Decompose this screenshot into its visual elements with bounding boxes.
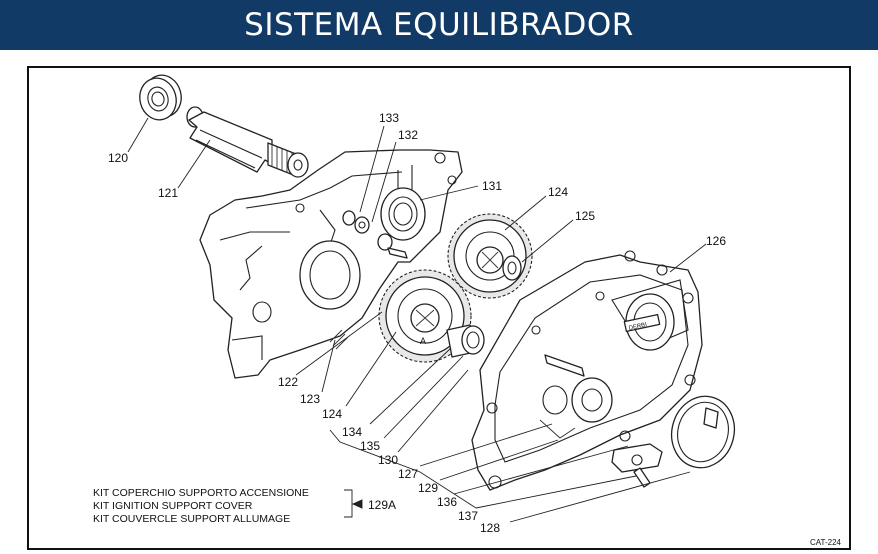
part-label-123: 123 <box>300 392 320 406</box>
gear-124-lower: A <box>378 269 472 363</box>
part-labels: 120 121 133 132 131 124 125 126 122 123 … <box>108 111 726 535</box>
part-label-126: 126 <box>706 234 726 248</box>
part-label-129: 129 <box>418 481 438 495</box>
part-label-131: 131 <box>482 179 502 193</box>
kit-line-en: KIT IGNITION SUPPORT COVER <box>93 500 253 512</box>
bearing-120 <box>139 74 182 121</box>
kit-note: KIT COPERCHIO SUPPORTO ACCENSIONE KIT IG… <box>93 487 396 525</box>
fixing-clamp-137 <box>611 374 696 488</box>
part-label-120: 120 <box>108 151 128 165</box>
spacer-135 <box>446 324 485 358</box>
part-label-124-upper: 124 <box>548 185 568 199</box>
part-label-132: 132 <box>398 128 418 142</box>
page-header: SISTEMA EQUILIBRADOR <box>0 0 878 50</box>
washer-133 <box>342 210 408 259</box>
part-label-121: 121 <box>158 186 178 200</box>
bearing-125 <box>502 255 522 281</box>
part-label-133: 133 <box>379 111 399 125</box>
part-label-130: 130 <box>378 453 398 467</box>
part-label-128: 128 <box>480 521 500 535</box>
part-label-122: 122 <box>278 375 298 389</box>
balance-shaft-121 <box>186 106 309 178</box>
part-label-127: 127 <box>398 467 418 481</box>
part-label-137: 137 <box>458 509 478 523</box>
cover-brand-label: DERBI <box>628 322 648 332</box>
part-label-135: 135 <box>360 439 380 453</box>
kit-line-fr: KIT COUVERCLE SUPPORT ALLUMAGE <box>93 513 290 525</box>
kit-line-it: KIT COPERCHIO SUPPORTO ACCENSIONE <box>93 487 309 499</box>
gear-124-upper <box>447 213 533 299</box>
page-title: SISTEMA EQUILIBRADOR <box>244 7 634 43</box>
leader-lines <box>127 117 707 523</box>
kit-reference-label: 129A <box>368 498 396 512</box>
part-label-136: 136 <box>437 495 457 509</box>
o-ring-128 <box>670 395 736 469</box>
gear-mark-a: A <box>420 336 426 346</box>
crankcase-122 <box>199 149 463 379</box>
part-label-125: 125 <box>575 209 595 223</box>
part-label-124-lower: 124 <box>322 407 342 421</box>
part-label-134: 134 <box>342 425 362 439</box>
catalog-code: CAT-224 <box>810 538 842 547</box>
